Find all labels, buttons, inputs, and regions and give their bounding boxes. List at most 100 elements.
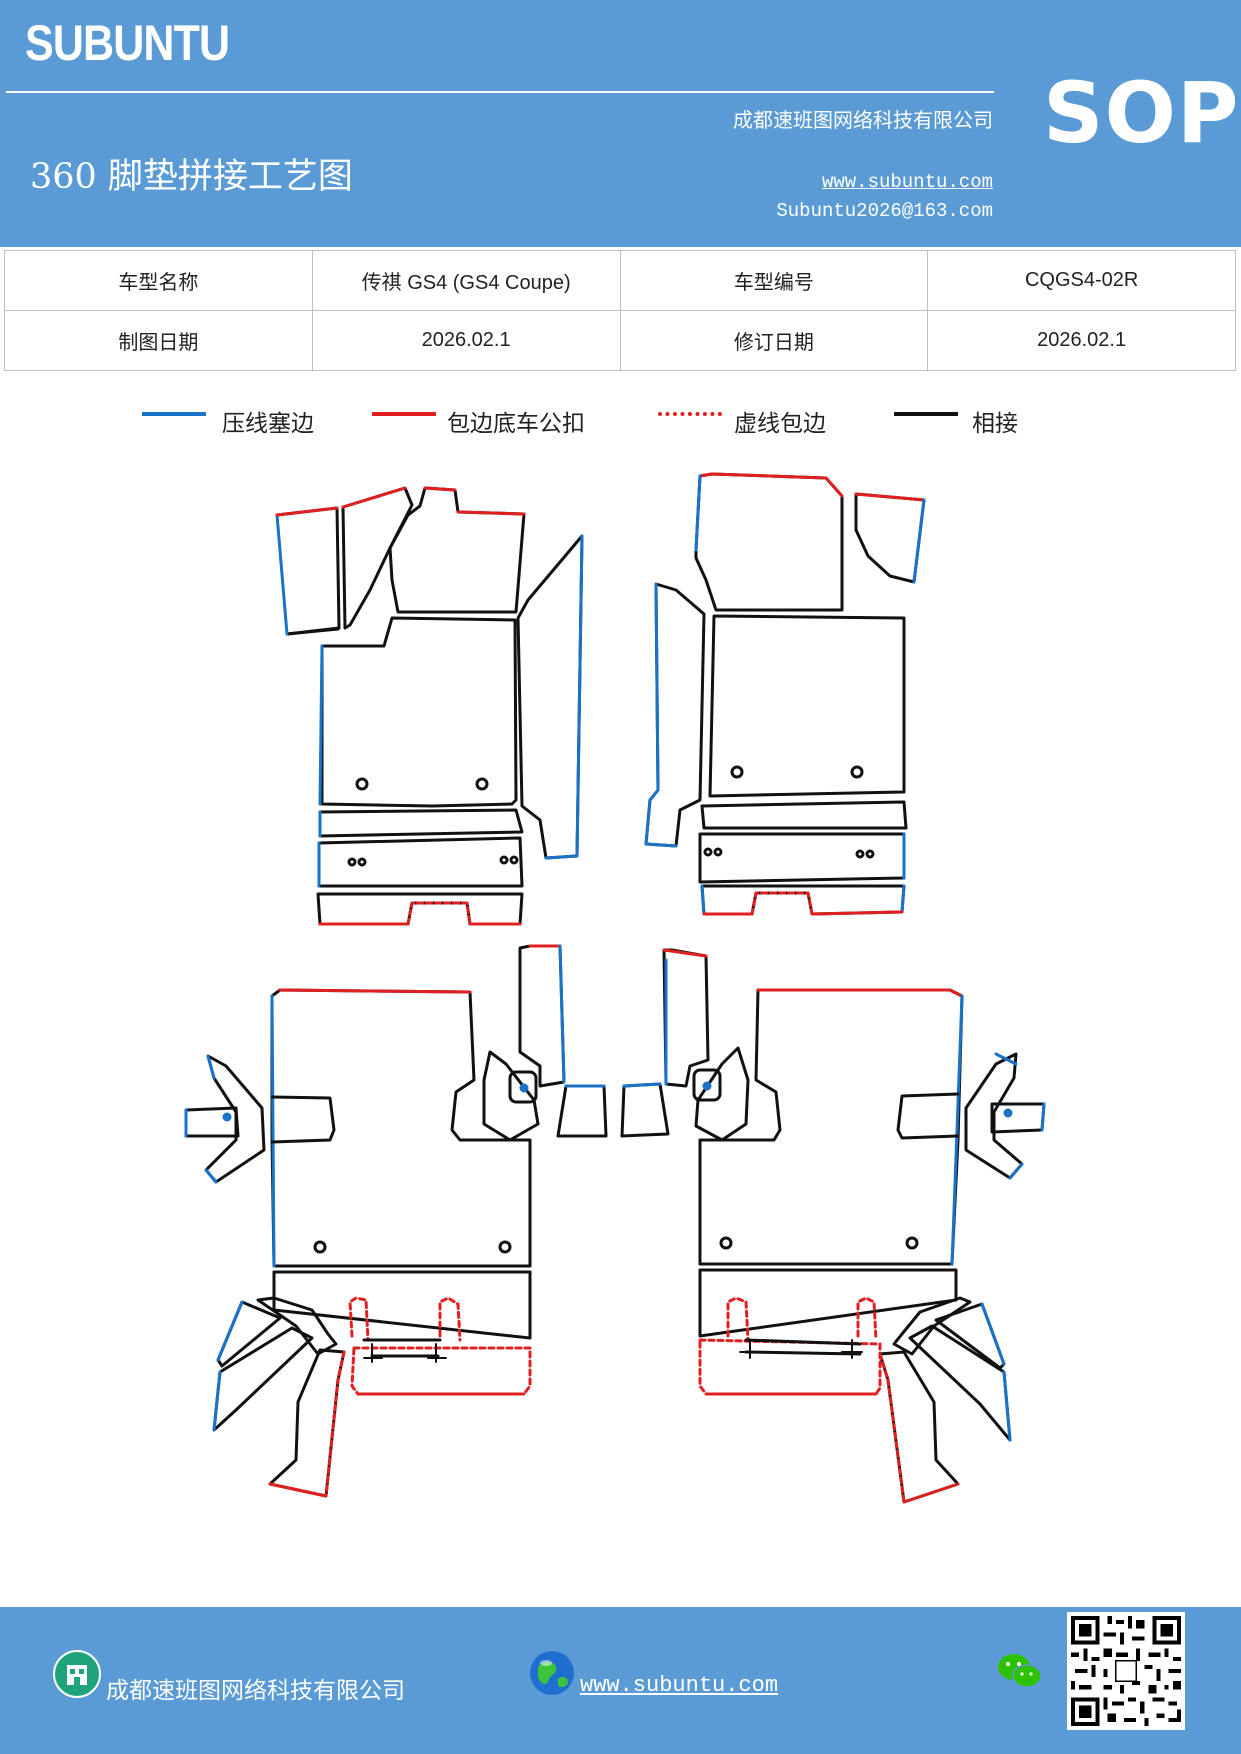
mat-piece: [558, 944, 566, 1084]
header-banner: SUBUNTU 成都速班图网络科技有限公司 360 脚垫拼接工艺图 www.su…: [0, 0, 1241, 247]
mat-piece: [278, 988, 472, 994]
mat-piece: [694, 474, 702, 552]
mat-piece: [275, 513, 289, 636]
rear-right-mat: [620, 948, 1046, 1504]
mat-piece: [856, 1296, 878, 1342]
mat-piece: [698, 832, 906, 884]
mat-piece: [508, 1070, 538, 1104]
vehicle-info-table: 车型名称 传祺 GS4 (GS4 Coupe) 车型编号 CQGS4-02R 制…: [4, 250, 1236, 371]
mat-piece: [272, 1270, 532, 1340]
mat-piece: [854, 492, 926, 502]
mat-piece: [644, 582, 678, 848]
mat-piece: [324, 1350, 346, 1498]
legend-label: 包边底车公扣: [447, 411, 585, 437]
legend-label: 压线塞边: [222, 411, 314, 437]
footer-company: 成都速班图网络科技有限公司: [106, 1678, 405, 1704]
mat-hole: [702, 1081, 712, 1091]
mat-hole: [313, 1240, 327, 1254]
mat-hole: [719, 1236, 733, 1250]
mat-hole: [499, 855, 509, 865]
mat-piece: [438, 1296, 462, 1342]
mat-piece: [892, 1296, 972, 1356]
mat-piece: [700, 884, 706, 916]
mat-hole: [1003, 1108, 1013, 1118]
mat-piece: [341, 486, 407, 509]
legend-label: 虚线包边: [734, 411, 826, 437]
sop-label: SOP: [1043, 64, 1240, 162]
mat-piece: [698, 1268, 958, 1338]
model-name-label: 车型名称: [4, 250, 313, 311]
mat-piece: [662, 948, 710, 1088]
mat-hole: [905, 1236, 919, 1250]
mat-piece: [348, 1296, 370, 1342]
mat-piece: [270, 994, 276, 1268]
mat-piece: [662, 948, 708, 958]
mat-piece: [878, 1350, 960, 1504]
globe-icon: [530, 1651, 574, 1695]
mat-piece: [750, 891, 814, 916]
mat-hole: [509, 855, 519, 865]
mat-piece: [964, 1052, 1024, 1180]
mat-hole: [713, 847, 723, 857]
mat-piece: [708, 614, 906, 798]
mat-piece: [362, 1338, 442, 1358]
mat-piece: [854, 492, 926, 584]
mat-piece: [692, 1068, 722, 1102]
mat-piece: [694, 472, 844, 612]
mat-piece: [212, 1370, 222, 1432]
mat-piece: [268, 1482, 328, 1498]
legend-swatch: [142, 412, 206, 416]
mat-piece: [739, 1339, 863, 1359]
mat-piece: [994, 1052, 1018, 1066]
table-row: 车型名称 传祺 GS4 (GS4 Coupe) 车型编号 CQGS4-02R: [4, 250, 1236, 311]
mat-piece: [216, 1300, 244, 1362]
front-right-mat: [644, 472, 926, 916]
model-code-value: CQGS4-02R: [927, 250, 1236, 311]
mat-piece: [912, 498, 926, 584]
qr-code-graphic: [1067, 1612, 1185, 1730]
footer-website-link[interactable]: www.subuntu.com: [580, 1673, 779, 1698]
mat-hole: [865, 849, 875, 859]
mat-piece: [544, 534, 584, 860]
mat-piece: [318, 644, 324, 806]
building-icon: [53, 1650, 101, 1698]
mat-piece: [896, 1092, 960, 1140]
mat-piece: [644, 582, 706, 848]
mat-piece: [990, 1102, 1046, 1134]
mat-piece: [423, 486, 457, 492]
footer-banner: 成都速班图网络科技有限公司 www.subuntu.com: [0, 1607, 1241, 1754]
mat-piece: [726, 1296, 750, 1342]
mat-hole: [355, 777, 369, 791]
legend-swatch: [894, 412, 958, 416]
mat-piece: [698, 472, 844, 498]
mat-piece: [363, 1343, 447, 1363]
model-name-value: 传祺 GS4 (GS4 Coupe): [311, 250, 621, 311]
qr-code: [1067, 1612, 1185, 1730]
mat-piece: [980, 1302, 1006, 1366]
model-code-label: 车型编号: [619, 250, 929, 311]
mat-piece: [620, 1082, 670, 1138]
mat-piece: [1040, 1102, 1046, 1132]
mat-piece: [482, 1050, 540, 1142]
mat-hole: [357, 857, 367, 867]
mat-piece: [204, 1168, 218, 1184]
mat-piece: [341, 486, 414, 630]
table-row: 制图日期 2026.02.1 修订日期 2026.02.1: [4, 310, 1236, 371]
mat-piece: [1002, 1370, 1012, 1442]
mat-hole: [498, 1240, 512, 1254]
mat-hole: [519, 1083, 529, 1093]
mat-hole: [347, 857, 357, 867]
mat-hole: [855, 849, 865, 859]
header-website-link[interactable]: www.subuntu.com: [821, 171, 993, 193]
brand-logo: SUBUNTU: [25, 15, 230, 71]
mat-piece: [320, 616, 518, 808]
mat-hole: [222, 1112, 232, 1122]
mat-piece: [256, 1296, 338, 1356]
wechat-icon: [998, 1654, 1042, 1688]
legend-swatch: [658, 412, 722, 416]
mat-piece: [756, 988, 964, 998]
legend-label: 相接: [972, 411, 1018, 437]
mat-piece: [902, 1482, 960, 1504]
draw-date-value: 2026.02.1: [311, 310, 621, 371]
